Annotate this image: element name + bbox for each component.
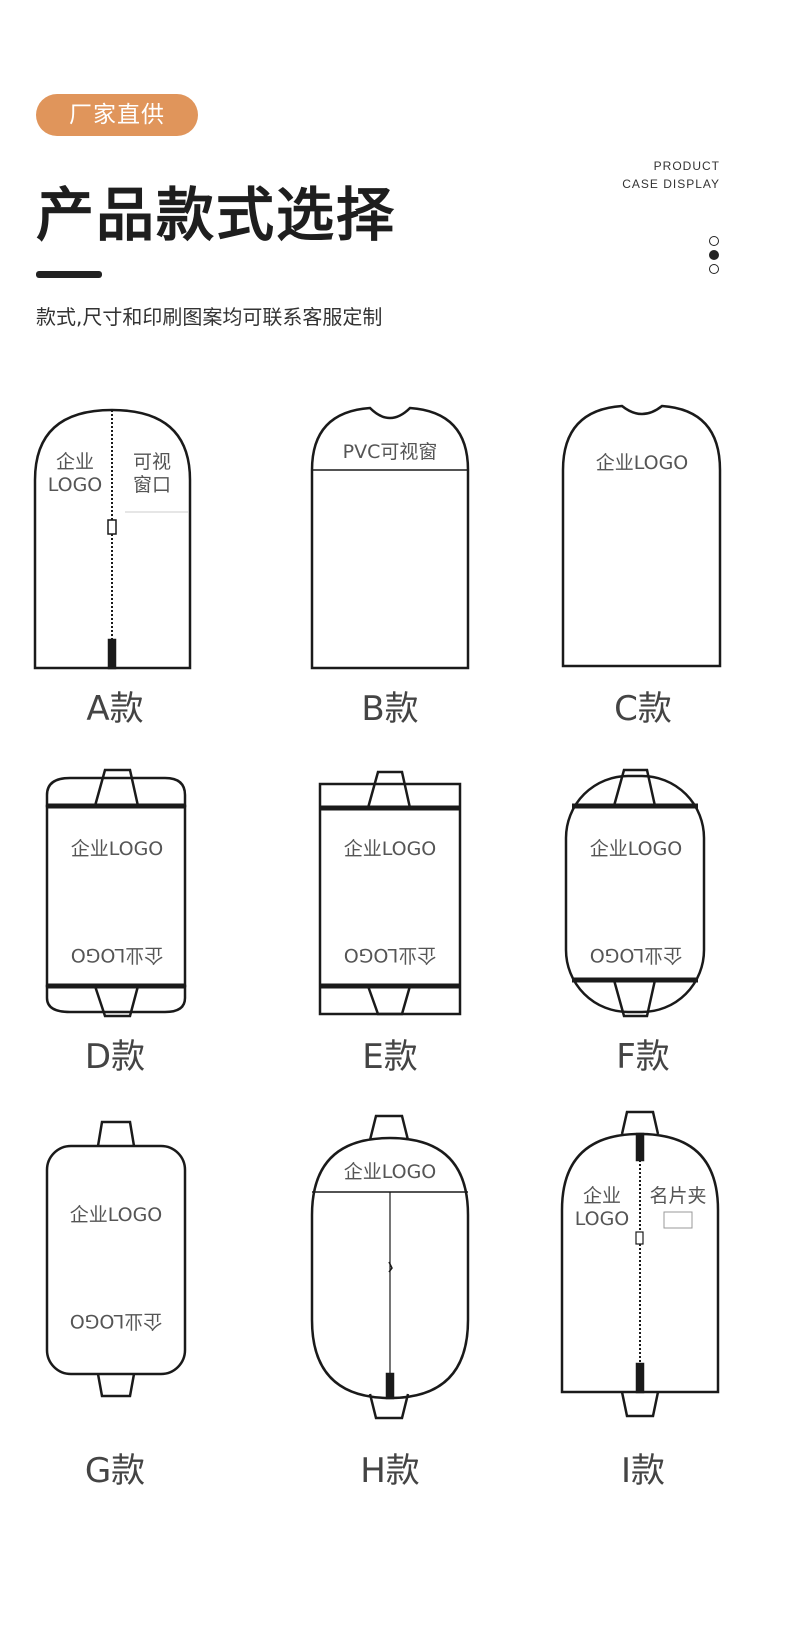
- style-e-logo: 企业LOGO: [344, 838, 437, 860]
- style-i-card-holder: 名片夹: [649, 1185, 706, 1207]
- style-e-caption: E款: [362, 1037, 417, 1077]
- style-b-window-label: PVC可视窗: [343, 441, 438, 463]
- style-i-caption: I款: [621, 1451, 665, 1491]
- english-heading-line1: PRODUCT: [653, 159, 720, 173]
- style-i-logo-line2: LOGO: [575, 1208, 630, 1230]
- dot-icon: [709, 250, 719, 260]
- style-g-logo: 企业LOGO: [70, 1204, 163, 1226]
- page-title: 产品款式选择: [36, 181, 397, 249]
- style-f-logo-flipped: 企业LOGO: [590, 944, 683, 966]
- style-i-bag: [560, 1110, 720, 1418]
- factory-direct-badge: 厂家直供: [36, 94, 198, 136]
- style-a-logo-line1: 企业: [56, 451, 94, 473]
- style-h-bag: [310, 1114, 470, 1420]
- style-g-logo-flipped: 企业LOGO: [70, 1310, 163, 1332]
- style-g-bag: [45, 1120, 187, 1398]
- style-d-bag: [45, 768, 187, 1018]
- style-e-bag: [318, 770, 462, 1016]
- style-a-logo-line2: LOGO: [48, 474, 103, 496]
- style-d-caption: D款: [85, 1037, 145, 1077]
- style-g-caption: G款: [85, 1451, 145, 1491]
- title-underline: [36, 271, 102, 278]
- style-b-bag: [310, 406, 470, 670]
- style-h-caption: H款: [360, 1451, 420, 1491]
- style-c-logo: 企业LOGO: [596, 452, 689, 474]
- style-h-logo: 企业LOGO: [344, 1161, 437, 1183]
- style-d-logo-flipped: 企业LOGO: [71, 944, 164, 966]
- style-i-logo-line1: 企业: [583, 1185, 621, 1207]
- english-heading-line2: CASE DISPLAY: [622, 177, 720, 191]
- style-b-caption: B款: [361, 689, 418, 729]
- style-f-caption: F款: [616, 1037, 670, 1077]
- style-d-logo: 企业LOGO: [71, 838, 164, 860]
- style-c-caption: C款: [614, 689, 672, 729]
- style-f-logo: 企业LOGO: [590, 838, 683, 860]
- page-subtitle: 款式,尺寸和印刷图案均可联系客服定制: [36, 305, 383, 329]
- dot-icon: [709, 236, 719, 246]
- style-f-bag: [564, 768, 706, 1018]
- style-e-logo-flipped: 企业LOGO: [344, 944, 437, 966]
- english-heading: PRODUCT CASE DISPLAY: [622, 157, 720, 193]
- style-a-window-line2: 窗口: [133, 474, 171, 496]
- style-a-bag: [33, 408, 192, 670]
- style-a-caption: A款: [86, 689, 143, 729]
- style-c-bag: [561, 404, 722, 668]
- dot-icon: [709, 264, 719, 274]
- style-a-window-line1: 可视: [133, 451, 171, 473]
- dots-decoration: [709, 236, 721, 278]
